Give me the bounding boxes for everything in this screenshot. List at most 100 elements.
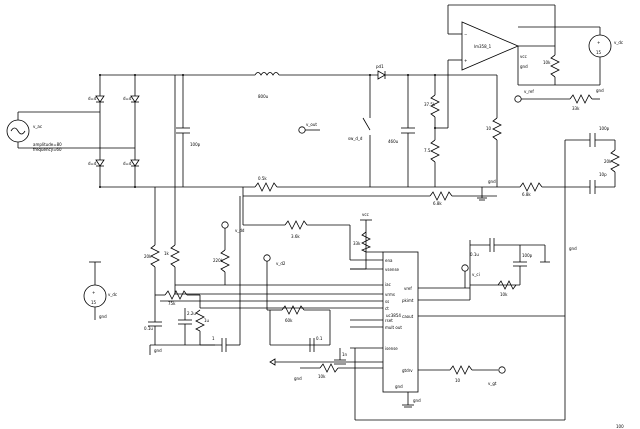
left-network: 20k 1k 75k 0.1u 2.2u 1u gnd 1 bbox=[144, 75, 241, 355]
gnd-mid-label: gnd bbox=[488, 179, 496, 184]
bridge-rectifier: d=d d=d d=d d=d bbox=[70, 74, 140, 188]
vout-probe: v_out bbox=[298, 122, 320, 134]
r-far-label: 10 bbox=[486, 126, 492, 131]
corner-text: 100 bbox=[616, 424, 624, 429]
pin-ss: ss bbox=[385, 299, 389, 304]
diode-d1-label: d=d bbox=[88, 96, 97, 101]
pin-isense: isense bbox=[385, 346, 398, 351]
svg-text:+: + bbox=[92, 290, 95, 295]
r-pull-label: 33k bbox=[353, 241, 361, 246]
r-sense2-label: 6.8k bbox=[522, 192, 531, 197]
right-dc-value: 15 bbox=[596, 50, 602, 55]
svg-text:gnd: gnd bbox=[294, 376, 302, 381]
pin-vrms: vrms bbox=[385, 292, 395, 297]
r-ref-label: 33k bbox=[572, 106, 580, 111]
gtdrv-r-label: 10 bbox=[455, 378, 461, 383]
input-capacitor: 100p bbox=[176, 75, 201, 187]
ac-voltage-source: v_ac amplitude=80 frequency=60 bbox=[6, 111, 70, 152]
output-diode-label: pd1 bbox=[376, 64, 384, 69]
pin-rset: rset bbox=[385, 318, 393, 323]
top-rail: 800u pd1 bbox=[100, 64, 436, 99]
c-ramp2-label: 1n bbox=[342, 352, 348, 357]
vcc-top-label: vcc bbox=[362, 212, 369, 217]
diode-d4 bbox=[130, 159, 140, 167]
inductor-label: 800u bbox=[258, 94, 269, 99]
c-left2-label: 2.2u bbox=[187, 311, 196, 316]
left-dc-value: 15 bbox=[91, 300, 97, 305]
mosfet-switch: sw_d_d bbox=[348, 75, 371, 187]
input-capacitor-label: 100p bbox=[190, 142, 201, 147]
gnd-left-label: gnd bbox=[99, 314, 107, 319]
pin-gtdrv: gtdrv bbox=[402, 368, 413, 373]
r-left2-label: 1k bbox=[164, 251, 170, 256]
pin-vsense: vsense bbox=[385, 267, 400, 272]
diode-d1 bbox=[95, 95, 105, 103]
output-diode bbox=[377, 70, 386, 80]
svg-text:−: − bbox=[464, 32, 467, 37]
r-left1-label: 20k bbox=[144, 254, 152, 259]
return-rail: 0.5k 6.8k gnd bbox=[100, 176, 565, 201]
ic-gnd-label: gnd bbox=[413, 398, 421, 403]
vout-probe-label: v_out bbox=[306, 122, 317, 127]
ac-source-label: v_ac bbox=[33, 124, 42, 129]
pin-gnd: gnd bbox=[395, 384, 403, 389]
svg-text:+: + bbox=[464, 58, 467, 63]
c-bottom-label: 1 bbox=[212, 336, 215, 341]
ic-name: uc3854 bbox=[386, 313, 401, 318]
c-left3-label: 1u bbox=[204, 318, 210, 323]
r-ramp-label: 10k bbox=[318, 374, 326, 379]
diode-d2 bbox=[130, 95, 140, 103]
ac-frequency-label: frequency=60 bbox=[33, 147, 62, 152]
svg-text:v_ci: v_ci bbox=[472, 272, 480, 277]
gnd-right-label: gnd bbox=[596, 88, 604, 93]
output-capacitor: 460u bbox=[388, 75, 415, 187]
opamp-r-label: 10k bbox=[543, 60, 551, 65]
c-ramp-label: 0.1 bbox=[316, 336, 323, 341]
svg-text:v_d2: v_d2 bbox=[276, 261, 286, 266]
vref-probe-label: v_ref bbox=[524, 89, 534, 94]
vref-probe: v_ref 33k gnd bbox=[514, 88, 604, 111]
right-dc-label: v_dc bbox=[614, 40, 623, 45]
right-dc-source: + 15 v_dc bbox=[588, 27, 623, 85]
opamp-vcc-label: vcc bbox=[520, 54, 527, 59]
r-right-label: 20k bbox=[604, 159, 612, 164]
r-vff-label: 220k bbox=[213, 258, 224, 263]
vdd-network: v_dd 220k 3.6k v_d2 bbox=[213, 220, 351, 310]
pin-vref: vref bbox=[404, 286, 412, 291]
r-top-label: 37.5k bbox=[424, 102, 436, 107]
diode-d2-label: d=d bbox=[123, 96, 132, 101]
opamp-label: lm358_1 bbox=[474, 44, 492, 49]
diode-d4-label: d=d bbox=[123, 161, 132, 166]
output-divider: 37.5k 7.5 bbox=[424, 59, 462, 187]
diode-d3-label: d=d bbox=[88, 161, 97, 166]
opamp: lm358_1 − + vcc gnd 10k bbox=[447, 4, 600, 86]
c-right-top-label: 100p bbox=[599, 126, 610, 131]
svg-text:+: + bbox=[597, 40, 600, 45]
boost-inductor bbox=[254, 72, 280, 76]
c-right-mid-label: 10p bbox=[599, 172, 607, 177]
c-left1-label: 0.1u bbox=[144, 326, 153, 331]
pin-ena: ena bbox=[385, 258, 393, 263]
r-pin2-label: 3.6k bbox=[291, 234, 300, 239]
left-dc-label: v_dc bbox=[108, 292, 117, 297]
gate-pin-label: v_gt bbox=[488, 381, 497, 386]
r-mid-label: 7.5 bbox=[424, 148, 431, 153]
pin-pkimt: pkimt bbox=[402, 298, 414, 303]
r-sense-label: 0.5k bbox=[258, 176, 267, 181]
pin-ct: ct bbox=[385, 306, 389, 311]
pkimt-network: v_ci 0.1u 100p 10k bbox=[461, 238, 550, 300]
r-far: 10 bbox=[435, 74, 502, 183]
c-ovp-label: 100p bbox=[522, 253, 533, 258]
svg-text:gnd: gnd bbox=[569, 246, 577, 251]
pin-caout: caout bbox=[402, 314, 414, 319]
opamp-gnd-label: gnd bbox=[520, 64, 528, 69]
gate-drive: 10 v_gt bbox=[449, 365, 506, 386]
r-bridge-label: 6.8k bbox=[433, 201, 442, 206]
pkimt-c-label: 0.1u bbox=[470, 252, 479, 257]
switch-label: sw_d_d bbox=[348, 136, 363, 141]
uc3854-ic: uc3854 ena vsense iac vrms ss ct rset is… bbox=[160, 212, 566, 421]
pkimt-r-label: 10k bbox=[500, 292, 508, 297]
gnd-bottom-label: gnd bbox=[154, 348, 162, 353]
pin-multout: mult out bbox=[385, 325, 402, 330]
